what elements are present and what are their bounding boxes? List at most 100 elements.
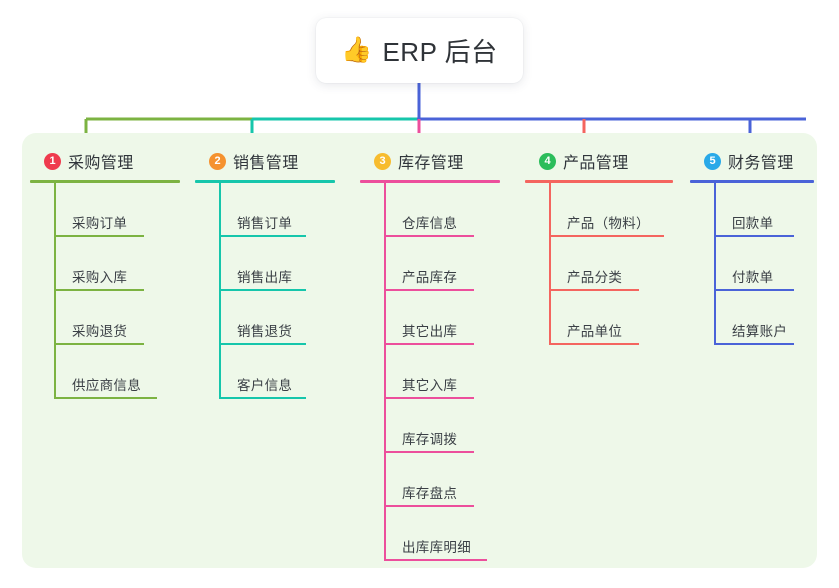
list-item-underline — [714, 235, 794, 237]
list-item-label: 采购入库 — [72, 270, 128, 285]
list-item-label: 付款单 — [732, 270, 774, 285]
list-item[interactable]: 结算账户 — [714, 291, 814, 345]
column-spine-4 — [549, 183, 551, 345]
list-item-underline — [54, 289, 144, 291]
column-header-1[interactable]: 1 采购管理 — [30, 148, 180, 174]
list-item-underline — [384, 397, 474, 399]
list-item-underline — [219, 289, 306, 291]
root-title-card: 👍 ERP 后台 — [316, 18, 523, 83]
list-item[interactable]: 客户信息 — [219, 345, 335, 399]
column-title-3: 库存管理 — [398, 155, 464, 172]
list-item-underline — [219, 235, 306, 237]
thumbs-up-icon: 👍 — [341, 36, 373, 64]
list-item-label: 库存调拨 — [402, 432, 458, 447]
column-3: 3 库存管理仓库信息产品库存其它出库其它入库库存调拨库存盘点出库库明细 — [360, 148, 500, 561]
list-item-label: 客户信息 — [237, 378, 293, 393]
list-item-underline — [384, 343, 474, 345]
column-rule-1 — [30, 180, 180, 183]
column-spine-1 — [54, 183, 56, 399]
list-item-underline — [714, 289, 794, 291]
list-item-underline — [54, 235, 144, 237]
list-item[interactable]: 付款单 — [714, 237, 814, 291]
list-item-label: 其它出库 — [402, 324, 458, 339]
list-item[interactable]: 采购退货 — [54, 291, 180, 345]
list-item-label: 产品（物料） — [567, 216, 650, 231]
list-item[interactable]: 销售出库 — [219, 237, 335, 291]
list-item-label: 仓库信息 — [402, 216, 458, 231]
list-item[interactable]: 回款单 — [714, 183, 814, 237]
list-item[interactable]: 供应商信息 — [54, 345, 180, 399]
list-item-underline — [384, 559, 487, 561]
column-badge-2: 2 — [209, 152, 226, 170]
list-item-label: 结算账户 — [732, 324, 788, 339]
column-badge-5: 5 — [704, 152, 721, 170]
column-items-2: 销售订单销售出库销售退货客户信息 — [219, 183, 335, 399]
list-item[interactable]: 产品分类 — [549, 237, 673, 291]
column-4: 4 产品管理产品（物料） 产品分类产品单位 — [525, 148, 673, 345]
column-spine-5 — [714, 183, 716, 345]
column-5: 5 财务管理回款单付款单结算账户 — [690, 148, 814, 345]
column-items-1: 采购订单采购入库采购退货供应商信息 — [54, 183, 180, 399]
list-item-underline — [714, 343, 794, 345]
list-item-underline — [54, 343, 144, 345]
list-item[interactable]: 采购入库 — [54, 237, 180, 291]
column-badge-1: 1 — [44, 152, 61, 170]
list-item-underline — [219, 343, 306, 345]
list-item-underline — [549, 289, 639, 291]
list-item[interactable]: 产品单位 — [549, 291, 673, 345]
list-item-underline — [54, 397, 157, 399]
list-item[interactable]: 其它出库 — [384, 291, 500, 345]
column-title-4: 产品管理 — [563, 155, 629, 172]
list-item-label: 采购订单 — [72, 216, 128, 231]
column-spine-3 — [384, 183, 386, 561]
list-item-label: 库存盘点 — [402, 486, 458, 501]
list-item[interactable]: 产品库存 — [384, 237, 500, 291]
list-item-label: 回款单 — [732, 216, 774, 231]
list-item-underline — [384, 451, 474, 453]
list-item-label: 产品单位 — [567, 324, 623, 339]
list-item[interactable]: 仓库信息 — [384, 183, 500, 237]
column-title-1: 采购管理 — [68, 155, 134, 172]
list-item-underline — [549, 343, 639, 345]
column-spine-2 — [219, 183, 221, 399]
column-title-2: 销售管理 — [233, 155, 299, 172]
list-item[interactable]: 销售退货 — [219, 291, 335, 345]
column-items-4: 产品（物料） 产品分类产品单位 — [549, 183, 673, 345]
list-item[interactable]: 出库库明细 — [384, 507, 500, 561]
list-item-label: 其它入库 — [402, 378, 458, 393]
column-header-3[interactable]: 3 库存管理 — [360, 148, 500, 174]
list-item-underline — [549, 235, 664, 237]
column-rule-3 — [360, 180, 500, 183]
column-rule-4 — [525, 180, 673, 183]
list-item-label: 销售订单 — [237, 216, 293, 231]
list-item[interactable]: 库存盘点 — [384, 453, 500, 507]
list-item-underline — [219, 397, 306, 399]
list-item[interactable]: 销售订单 — [219, 183, 335, 237]
column-header-2[interactable]: 2 销售管理 — [195, 148, 335, 174]
column-title-5: 财务管理 — [728, 155, 794, 172]
column-rule-5 — [690, 180, 814, 183]
list-item-label: 销售出库 — [237, 270, 293, 285]
list-item-underline — [384, 289, 474, 291]
page-title: ERP 后台 — [382, 37, 498, 67]
list-item-label: 销售退货 — [237, 324, 293, 339]
column-rule-2 — [195, 180, 335, 183]
column-header-5[interactable]: 5 财务管理 — [690, 148, 814, 174]
column-2: 2 销售管理销售订单销售出库销售退货客户信息 — [195, 148, 335, 399]
list-item[interactable]: 采购订单 — [54, 183, 180, 237]
list-item-underline — [384, 505, 474, 507]
list-item-label: 产品库存 — [402, 270, 458, 285]
list-item-label: 采购退货 — [72, 324, 128, 339]
list-item[interactable]: 其它入库 — [384, 345, 500, 399]
column-header-4[interactable]: 4 产品管理 — [525, 148, 673, 174]
list-item[interactable]: 产品（物料） — [549, 183, 673, 237]
list-item-label: 供应商信息 — [72, 378, 141, 393]
list-item-label: 出库库明细 — [402, 540, 471, 555]
column-badge-4: 4 — [539, 152, 556, 170]
column-1: 1 采购管理采购订单采购入库采购退货供应商信息 — [30, 148, 180, 399]
list-item[interactable]: 库存调拨 — [384, 399, 500, 453]
column-badge-3: 3 — [374, 152, 391, 170]
column-items-3: 仓库信息产品库存其它出库其它入库库存调拨库存盘点出库库明细 — [384, 183, 500, 561]
list-item-label: 产品分类 — [567, 270, 623, 285]
